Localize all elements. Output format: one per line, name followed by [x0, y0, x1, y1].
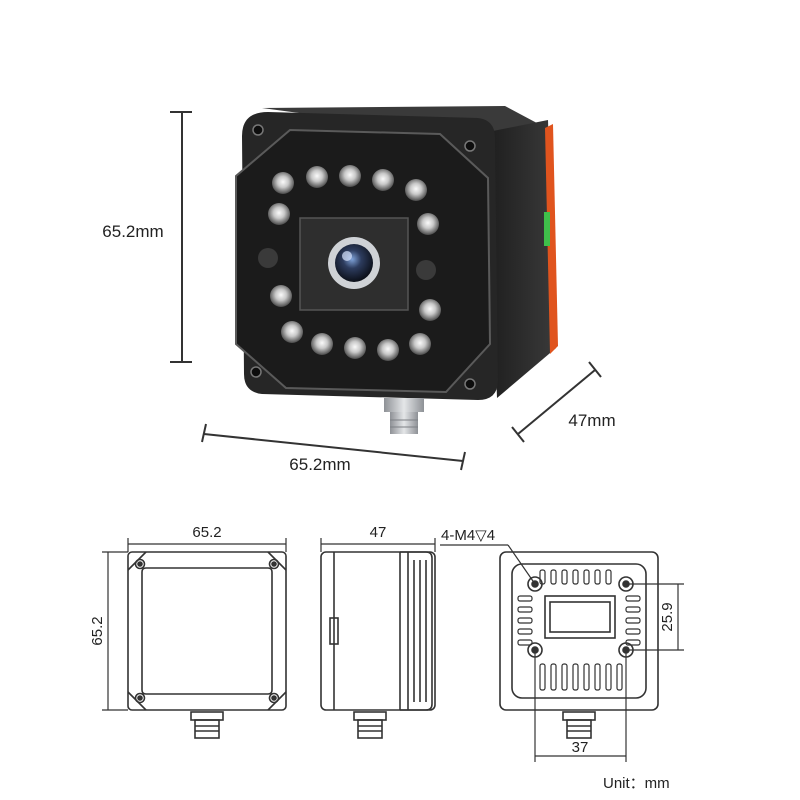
camera-product-illustration — [235, 106, 558, 434]
height-label: 65.2mm — [102, 222, 163, 241]
led-icon — [419, 299, 441, 321]
led-icon — [377, 339, 399, 361]
orange-stripe — [545, 124, 558, 354]
screw-icon — [464, 378, 476, 390]
width-dimension — [201, 423, 466, 471]
led-icon — [306, 166, 328, 188]
side-view-drawing — [320, 551, 436, 739]
screw-icon — [464, 140, 476, 152]
led-icon — [311, 333, 333, 355]
side-depth-dimension — [320, 538, 436, 552]
front-width-label: 65.2 — [192, 524, 221, 541]
screw-icon — [250, 366, 262, 378]
led-icon — [417, 213, 439, 235]
back-view-drawing — [499, 551, 659, 739]
connector-nut — [384, 398, 424, 412]
camera-side-face — [488, 120, 556, 398]
led-icon — [409, 333, 431, 355]
width-label: 65.2mm — [289, 455, 350, 474]
led-icon — [339, 165, 361, 187]
led-icon — [268, 203, 290, 225]
height-dimension — [170, 111, 192, 363]
front-view-drawing — [127, 551, 287, 739]
side-depth-label: 47 — [370, 524, 387, 541]
led-icon — [272, 172, 294, 194]
hole-spacing-horizontal-label: 37 — [572, 739, 589, 756]
depth-dimension — [511, 361, 602, 443]
led-icon — [405, 179, 427, 201]
front-width-dimension — [127, 538, 287, 552]
led-icon — [270, 285, 292, 307]
lens-highlight — [342, 251, 352, 261]
depth-label: 47mm — [568, 411, 615, 430]
led-ring — [258, 165, 441, 361]
connector-body — [390, 412, 418, 434]
led-icon — [372, 169, 394, 191]
led-icon — [258, 248, 278, 268]
hole-spacing-vertical-dimension — [626, 583, 684, 651]
green-indicator — [544, 212, 550, 246]
front-height-dimension — [102, 551, 128, 711]
led-icon — [281, 321, 303, 343]
thread-spec-leader — [440, 544, 536, 585]
hole-spacing-vertical-label: 25.9 — [659, 602, 676, 631]
thread-spec-label: 4-M4▽4 — [441, 527, 495, 544]
led-icon — [416, 260, 436, 280]
front-height-label: 65.2 — [89, 616, 106, 645]
hole-spacing-horizontal-dimension — [534, 650, 627, 762]
led-icon — [344, 337, 366, 359]
screw-icon — [252, 124, 264, 136]
lens-icon — [335, 244, 373, 282]
unit-label: Unit：mm — [603, 775, 670, 792]
